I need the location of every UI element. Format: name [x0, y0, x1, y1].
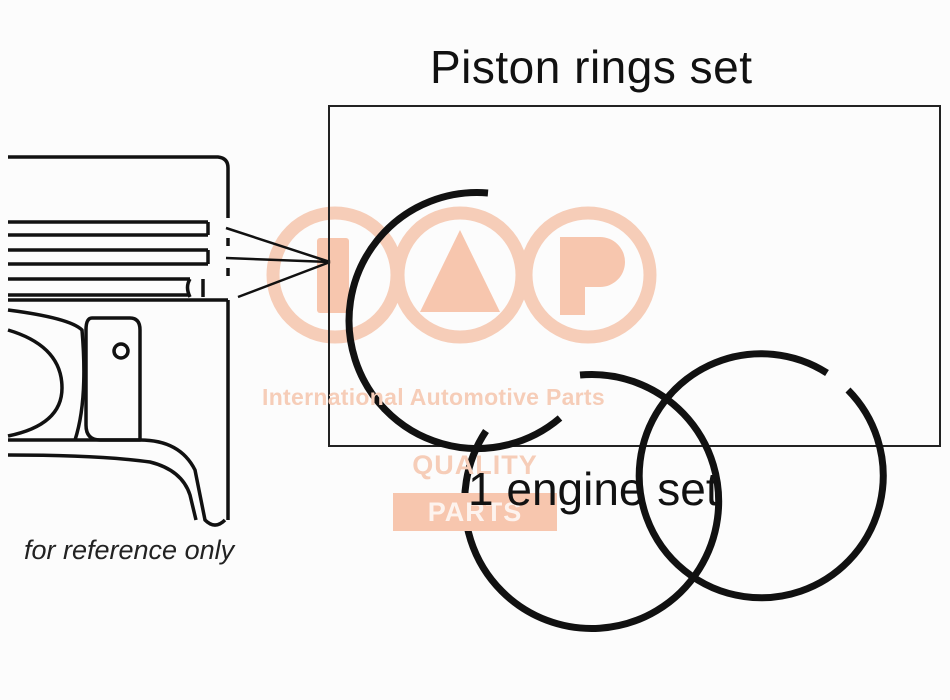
watermark-parts-badge: PARTS: [393, 493, 557, 531]
watermark-quality-text: QUALITY: [412, 450, 538, 480]
set-quantity-label: 1 engine set: [468, 463, 719, 515]
piston-ring-icon: [461, 370, 723, 632]
watermark-parts-text: PARTS: [427, 497, 523, 527]
iap-logo-icon: [266, 206, 657, 344]
watermark-brand-text: International Automotive Parts: [262, 384, 605, 410]
piston-ring-icon: [635, 350, 887, 602]
reference-note: for reference only: [24, 535, 235, 565]
piston-rings: [345, 189, 887, 632]
piston-ring-icon: [345, 189, 563, 452]
leader-lines: [225, 226, 331, 299]
rings-frame: [328, 105, 941, 447]
piston-cross-section-icon: [7, 155, 230, 527]
diagram-title: Piston rings set: [430, 41, 753, 93]
